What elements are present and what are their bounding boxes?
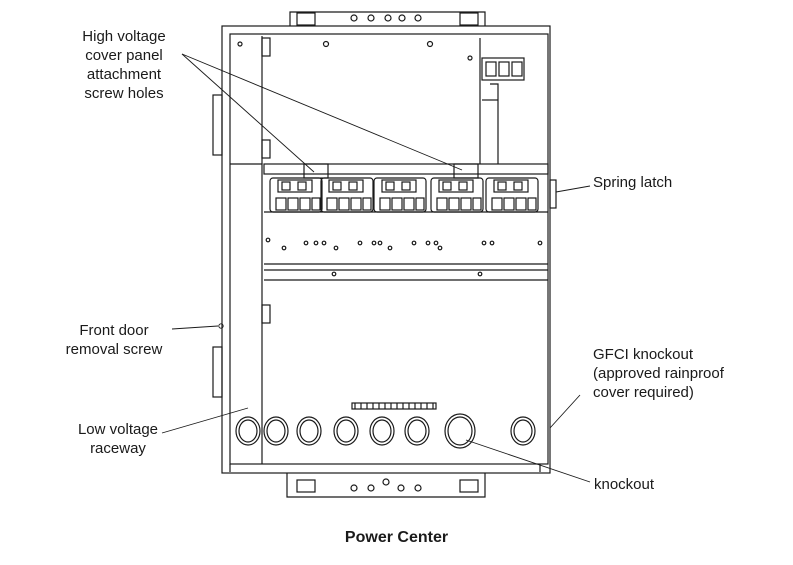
knockout — [444, 413, 476, 449]
low-voltage-raceway — [230, 36, 271, 464]
front-door-screw-label: Front door removal screw — [54, 321, 174, 359]
top-mounting-bracket — [289, 11, 486, 26]
hv-screw-holes-label: High voltage cover panel attachment scre… — [64, 27, 184, 103]
diagram-caption: Power Center — [344, 529, 449, 546]
receptacle — [485, 177, 539, 213]
spring-latch-line: Spring latch — [593, 174, 673, 191]
knockout — [263, 416, 289, 446]
receptacle — [430, 177, 484, 213]
leader-lines — [161, 53, 591, 483]
low-voltage-raceway-line: Low voltage — [77, 421, 159, 438]
hv-screw-holes-line: High voltage — [82, 28, 166, 45]
receptacle — [373, 177, 427, 213]
gfci-knockout-line: cover required) — [593, 384, 694, 401]
bottom-mounting-bracket — [286, 473, 486, 498]
gfci-knockout-label: GFCI knockout (approved rainproof cover … — [593, 345, 724, 402]
top-compartment — [263, 38, 549, 179]
front-door-screw-line: removal screw — [65, 341, 163, 358]
gfci-knockout-line: (approved rainproof — [593, 365, 724, 382]
gfci-knockout-line: GFCI knockout — [593, 346, 694, 363]
knockout — [235, 416, 261, 446]
knockout — [369, 416, 395, 446]
knockout — [333, 416, 359, 446]
front-door-screw-line: Front door — [79, 322, 149, 339]
spring-latch-label: Spring latch — [593, 173, 672, 192]
receptacle — [320, 177, 374, 213]
hv-screw-holes-line: screw holes — [84, 85, 164, 102]
receptacle-row — [269, 177, 539, 213]
hv-screw-holes-line: cover panel — [85, 47, 163, 64]
knockout — [404, 416, 430, 446]
terminal-strip — [351, 402, 437, 410]
receptacle — [269, 177, 323, 213]
hv-screw-holes-line: attachment — [86, 66, 162, 83]
knockout — [296, 416, 322, 446]
knockout-row — [235, 413, 536, 449]
knockout — [510, 416, 536, 446]
low-voltage-raceway-label: Low voltage raceway — [58, 420, 178, 458]
low-voltage-raceway-line: raceway — [90, 440, 146, 457]
knockout-line: knockout — [594, 476, 655, 493]
middle-plate — [264, 211, 548, 281]
knockout-label: knockout — [594, 475, 654, 494]
